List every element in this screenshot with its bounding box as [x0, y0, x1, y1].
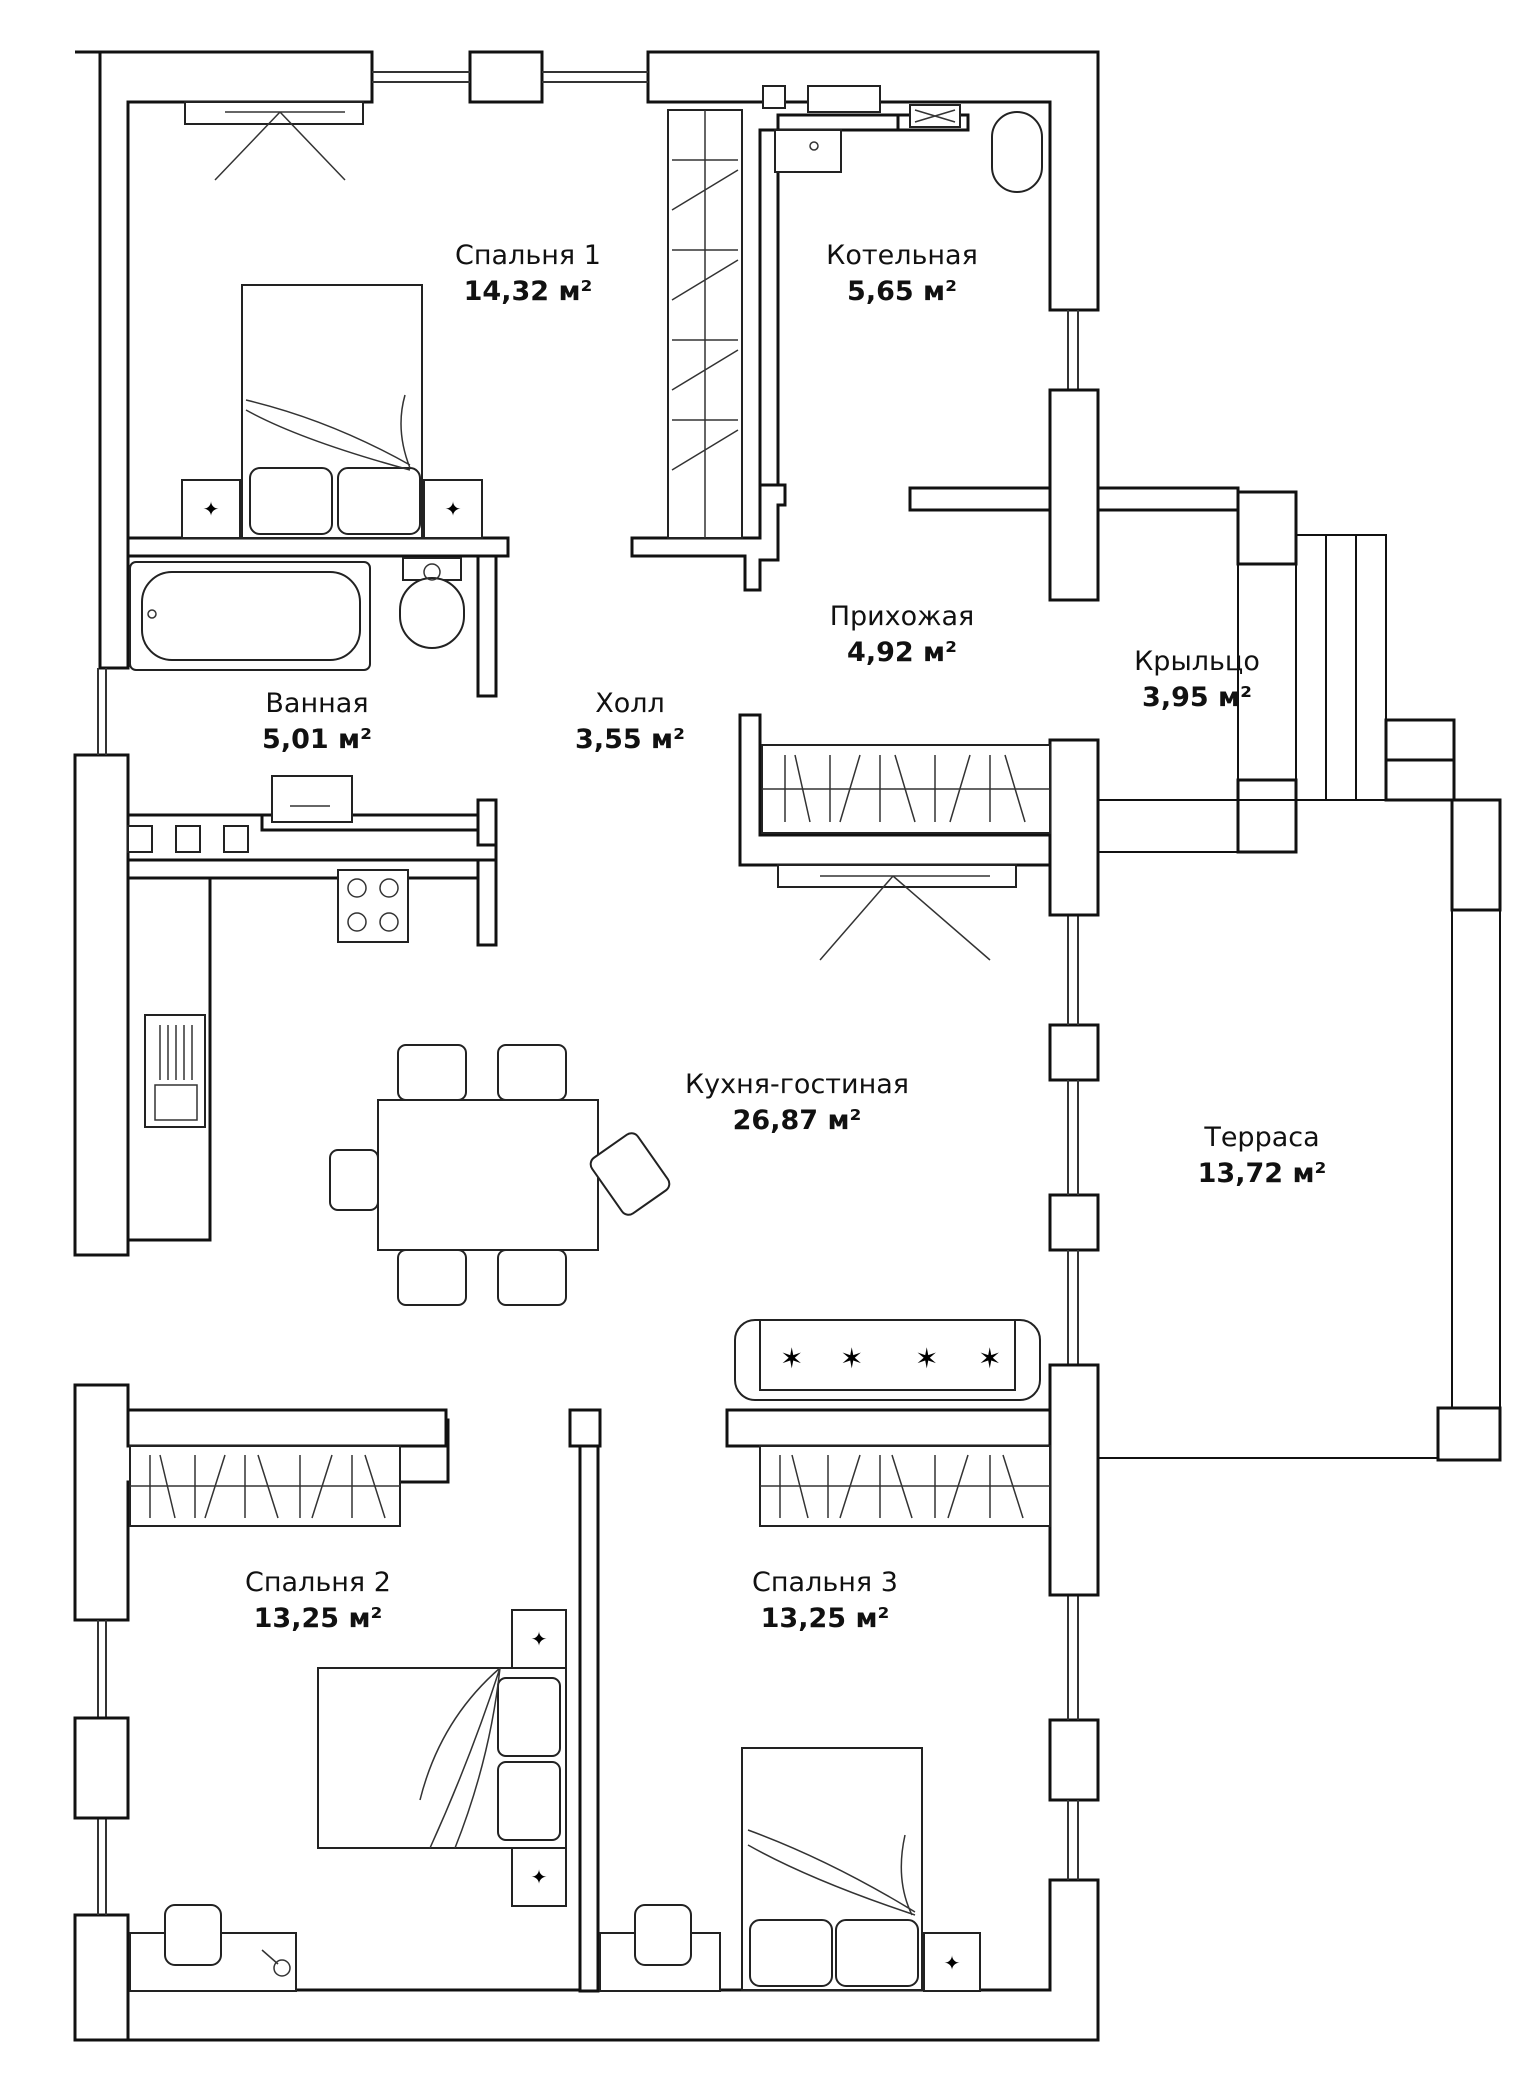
room-name-bedroom1: Спальня 1 [455, 240, 601, 271]
svg-text:✦: ✦ [531, 1627, 548, 1651]
windows [97, 71, 1079, 1915]
bedroom2-furniture: ✦ ✦ [129, 1445, 567, 1992]
room-area-porch: 3,95 м² [1142, 682, 1252, 713]
room-labels: Спальня 1 14,32 м² Котельная 5,65 м² При… [245, 240, 1326, 1634]
svg-text:✶: ✶ [840, 1342, 863, 1375]
room-name-terrace: Терраса [1203, 1122, 1319, 1153]
room-area-hall: 3,55 м² [575, 724, 685, 755]
room-area-terrace: 13,72 м² [1198, 1158, 1327, 1189]
room-name-entry: Прихожая [830, 601, 975, 632]
room-area-kitchen: 26,87 м² [733, 1105, 862, 1136]
room-name-kitchen: Кухня-гостиная [685, 1069, 909, 1100]
room-area-bedroom1: 14,32 м² [464, 276, 593, 307]
svg-text:✶: ✶ [915, 1342, 938, 1375]
room-name-bedroom3: Спальня 3 [752, 1567, 898, 1598]
svg-text:✶: ✶ [978, 1342, 1001, 1375]
room-area-bedroom2: 13,25 м² [254, 1603, 383, 1634]
room-name-bedroom2: Спальня 2 [245, 1567, 391, 1598]
room-name-hall: Холл [595, 688, 665, 719]
room-area-boiler: 5,65 м² [847, 276, 957, 307]
porch-terrace-outline [1098, 487, 1502, 1462]
bedroom3-furniture: ✦ [599, 1445, 1051, 1992]
room-area-bath: 5,01 м² [262, 724, 372, 755]
room-name-bath: Ванная [265, 688, 368, 719]
bedroom1-furniture: ✦ ✦ [181, 101, 743, 539]
svg-text:✦: ✦ [944, 1951, 961, 1975]
room-area-entry: 4,92 м² [847, 637, 957, 668]
entry-closet [761, 744, 1051, 834]
interior-walls [126, 113, 1240, 1993]
room-area-bedroom3: 13,25 м² [761, 1603, 890, 1634]
svg-text:✦: ✦ [445, 497, 462, 521]
bath-furniture [129, 557, 465, 823]
room-name-boiler: Котельная [826, 240, 978, 271]
boiler-furniture [762, 85, 1043, 193]
svg-text:✦: ✦ [203, 497, 220, 521]
room-name-porch: Крыльцо [1134, 646, 1260, 677]
svg-text:✶: ✶ [780, 1342, 803, 1375]
kitchen-furniture: ✶ ✶ ✶ ✶ [127, 825, 1041, 1401]
svg-text:✦: ✦ [531, 1865, 548, 1889]
